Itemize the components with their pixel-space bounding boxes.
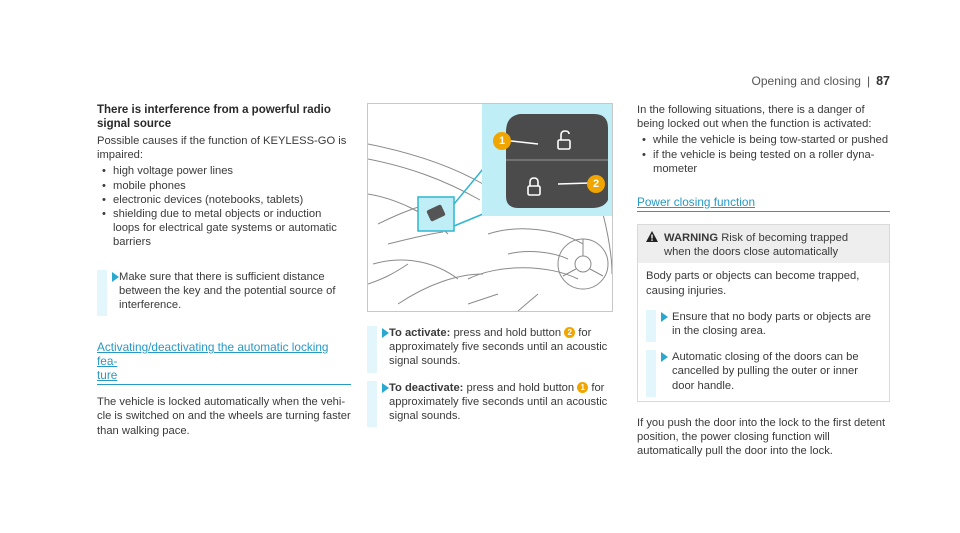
causes-list: •high voltage power lines •mobile phones…: [97, 164, 351, 249]
button-1-badge: 1: [577, 381, 589, 393]
instruction-arrow-icon: [382, 328, 389, 338]
warning-body-text: Body parts or objects can become trapped…: [646, 270, 860, 297]
power-closing-footer: If you push the door into the lock to th…: [637, 416, 886, 458]
instruction-bar: [97, 269, 107, 317]
list-item: •shielding due to metal objects or induc…: [102, 208, 337, 249]
instruction-activate-text: To activate: press and hold button 2 for…: [389, 327, 608, 368]
warning-instruction-2: Automatic closing of the doors can be ca…: [646, 350, 881, 397]
instruction-bar: [367, 326, 377, 373]
instruction-deactivate: To deactivate: press and hold button 1 f…: [367, 380, 611, 428]
instruction-activate: To activate: press and hold button 2 for…: [367, 326, 611, 373]
column-middle: To activate: press and hold button 2 for…: [367, 326, 611, 428]
instruction-arrow-icon: [661, 311, 668, 322]
list-item: •if the vehicle is being tested on a rol…: [642, 148, 875, 175]
instruction-deactivate-text: To deactivate: press and hold button 1 f…: [389, 381, 608, 423]
intro-text: Possible causes if the function of KEYLE…: [97, 135, 347, 162]
instruction-distance: Make sure that there is sufficient dista…: [97, 269, 351, 317]
lockout-list: •while the vehicle is being tow-started …: [637, 133, 890, 176]
lockout-intro: In the following situations, there is a …: [637, 104, 872, 131]
column-right: In the following situations, there is a …: [637, 103, 890, 458]
section-name: Opening and closing: [751, 74, 861, 88]
list-item: •electronic devices (notebooks, tablets): [102, 193, 304, 206]
section-title-auto-locking: Activating/deactivating the automatic lo…: [97, 340, 351, 386]
warning-instruction-1: Ensure that no body parts or objects are…: [646, 309, 881, 343]
callout-2-badge: 2: [587, 175, 605, 193]
instruction-arrow-icon: [112, 271, 119, 282]
instruction-text: Make sure that there is sufficient dista…: [119, 270, 336, 312]
page-header: Opening and closing | 87: [752, 74, 890, 88]
instruction-bar: [367, 380, 377, 428]
instruction-arrow-icon: [382, 382, 389, 393]
door-panel-illustration: [368, 104, 612, 311]
warning-instruction-text: Ensure that no body parts or objects are…: [672, 310, 872, 338]
list-item: •while the vehicle is being tow-started …: [642, 134, 889, 147]
list-item: •mobile phones: [102, 179, 186, 192]
warning-triangle-icon: [646, 231, 658, 243]
header-separator: |: [866, 74, 871, 88]
warning-instruction-text: Automatic closing of the doors can be ca…: [672, 351, 859, 392]
warning-text: WARNING Risk of becoming trapped when th…: [664, 232, 849, 259]
button-2-badge: 2: [564, 327, 576, 338]
instruction-arrow-icon: [661, 352, 668, 363]
warning-box: WARNING Risk of becoming trapped when th…: [637, 224, 890, 402]
callout-1-badge: 1: [493, 132, 511, 150]
list-item: •high voltage power lines: [102, 165, 234, 178]
door-panel-figure: 1 2: [367, 103, 613, 312]
page-number: 87: [876, 74, 890, 88]
instruction-bar: [646, 350, 656, 397]
auto-locking-body: The vehicle is locked automatically when…: [97, 396, 351, 437]
section-title-power-closing: Power closing function: [637, 195, 890, 213]
instruction-bar: [646, 309, 656, 343]
warning-body: Body parts or objects can become trapped…: [638, 263, 889, 400]
heading-radio-interference: There is interference from a powerful ra…: [97, 104, 331, 130]
column-left: There is interference from a powerful ra…: [97, 103, 351, 438]
warning-header: WARNING Risk of becoming trapped when th…: [638, 225, 889, 264]
